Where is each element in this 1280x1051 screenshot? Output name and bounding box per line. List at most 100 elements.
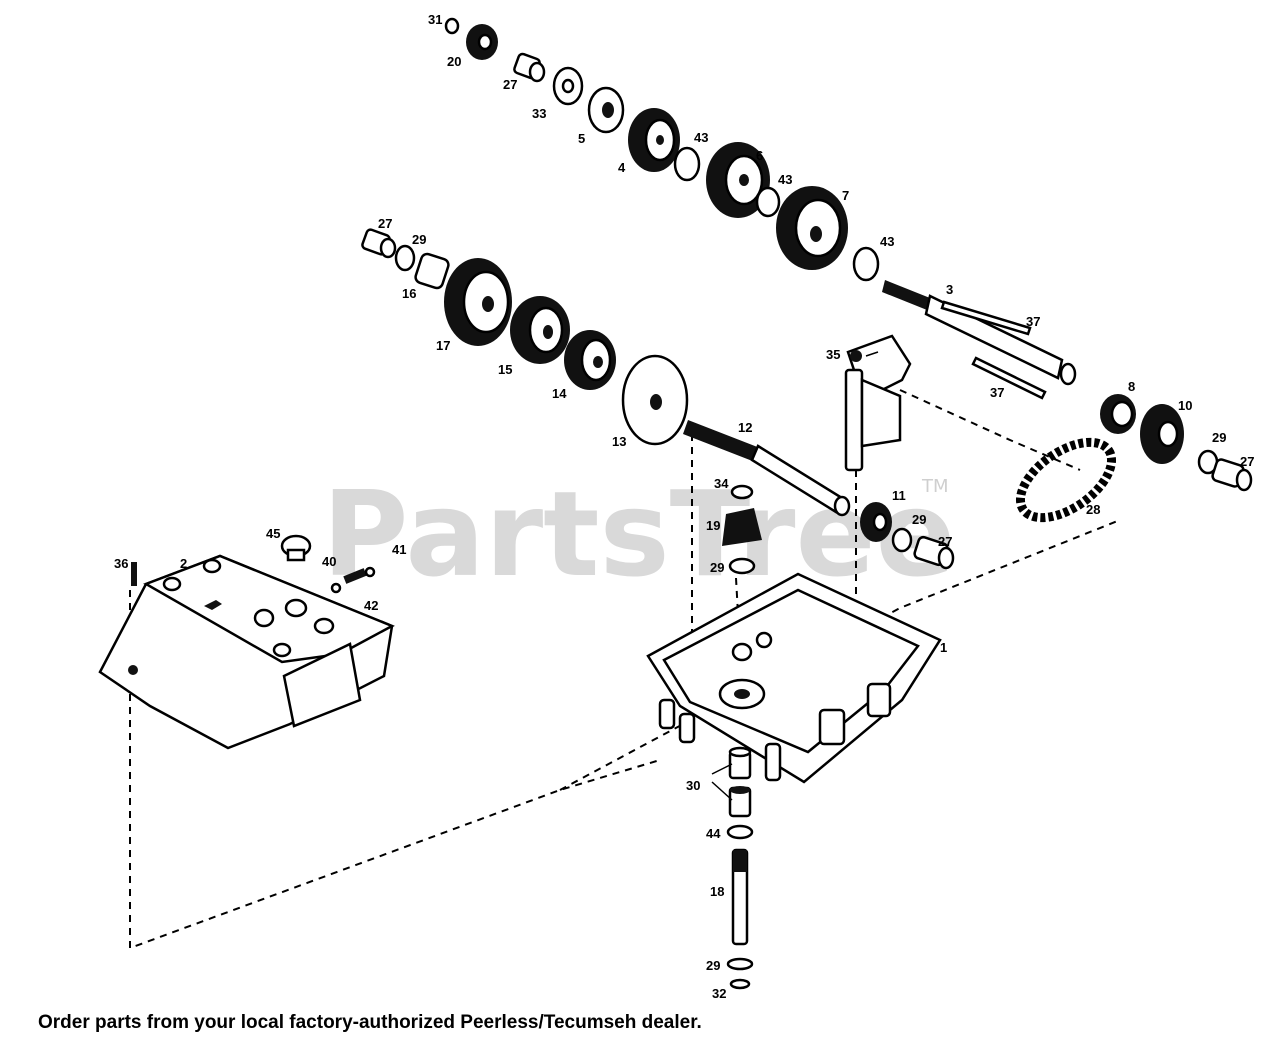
part-37-keys: [940, 300, 1047, 400]
callout-1: 1: [940, 640, 947, 655]
callout-29: 29: [706, 958, 720, 973]
callout-27: 27: [1240, 454, 1254, 469]
part-12-shaft: [683, 420, 851, 517]
callout-42: 42: [364, 598, 378, 613]
part-6-gear: [706, 142, 770, 218]
callout-8: 8: [1128, 379, 1135, 394]
callout-12: 12: [738, 420, 752, 435]
callout-29: 29: [1212, 430, 1226, 445]
part-42-plug-small: [364, 566, 376, 578]
part-35-shift-fork: [844, 334, 912, 472]
part-29-washer-mid: [394, 244, 416, 272]
callout-29: 29: [412, 232, 426, 247]
leader-lines: [711, 351, 879, 801]
bottom-shaft-stack: [726, 746, 754, 990]
part-10-sprocket: [1140, 404, 1184, 464]
part-43-ring-c: [852, 246, 880, 282]
part-27-bushing-mid: [361, 228, 397, 259]
callout-33: 33: [532, 106, 546, 121]
part-17-gear: [444, 258, 512, 346]
center-small-parts: [722, 484, 955, 575]
part-5-hub: [587, 86, 625, 134]
callout-30: 30: [686, 778, 700, 793]
part-32-clip: [729, 978, 751, 990]
callout-44: 44: [706, 826, 721, 841]
callout-35: 35: [826, 347, 840, 362]
callout-15: 15: [498, 362, 512, 377]
partstree-watermark: PartsTree: [322, 465, 956, 603]
cover-small-parts: [131, 534, 376, 594]
part-33-washer: [552, 66, 584, 106]
callout-6: 6: [756, 148, 763, 163]
callout-4: 4: [618, 160, 626, 175]
part-41-spring: [343, 568, 367, 584]
part-1-lower-housing: [646, 572, 942, 784]
part-19-bevel-gear: [722, 508, 762, 546]
dealer-footer-note: Order parts from your local factory-auth…: [38, 1012, 702, 1033]
callout-18: 18: [710, 884, 724, 899]
part-3-shaft: [882, 280, 1077, 386]
part-18-shaft: [731, 848, 749, 946]
part-40-ball: [330, 582, 342, 594]
part-27-bushing-right: [1211, 458, 1253, 492]
callout-29: 29: [710, 560, 724, 575]
callout-29: 29: [912, 512, 926, 527]
part-30-bushing-a: [728, 746, 752, 780]
part-30-bushing-b: [728, 786, 752, 818]
callout-27: 27: [938, 534, 952, 549]
callout-27: 27: [503, 77, 517, 92]
callout-19: 19: [706, 518, 720, 533]
part-7-gear: [776, 186, 848, 270]
part-27-bushing-center: [913, 535, 955, 570]
callout-16: 16: [402, 286, 416, 301]
callout-40: 40: [322, 554, 336, 569]
part-13-disc: [621, 354, 689, 446]
middle-gear-shaft-assembly: [361, 228, 851, 517]
part-29-washer-center-right: [891, 527, 913, 553]
callout-43: 43: [694, 130, 708, 145]
callout-28: 28: [1086, 502, 1100, 517]
part-14-gear: [564, 330, 616, 390]
part-4-gear: [628, 108, 680, 172]
callout-10: 10: [1178, 398, 1192, 413]
callout-43: 43: [778, 172, 792, 187]
part-11-sprocket: [860, 502, 892, 542]
callout-41: 41: [392, 542, 406, 557]
callout-14: 14: [552, 386, 567, 401]
callout-37: 37: [990, 385, 1004, 400]
part-28-chain: [1015, 437, 1117, 523]
callout-7: 7: [842, 188, 849, 203]
part-45-plug: [280, 534, 312, 562]
part-31-ring: [444, 17, 460, 35]
callout-labels: 31 20 27 33 5 4 43 6 43 7 43 27 29 16 17…: [114, 12, 1254, 1001]
callout-37: 37: [1026, 314, 1040, 329]
callout-17: 17: [436, 338, 450, 353]
callout-27: 27: [378, 216, 392, 231]
callout-2: 2: [180, 556, 187, 571]
callout-13: 13: [612, 434, 626, 449]
part-2-cover-housing: [98, 554, 395, 750]
part-44-washer: [726, 824, 754, 840]
callout-34: 34: [714, 476, 729, 491]
part-27-bushing-upper: [513, 52, 546, 83]
part-36-bolt: [131, 562, 137, 586]
part-43-ring-a: [673, 146, 701, 182]
callout-20: 20: [447, 54, 461, 69]
callout-45: 45: [266, 526, 280, 541]
callout-5: 5: [578, 131, 585, 146]
callout-43: 43: [880, 234, 894, 249]
part-16-bearing: [414, 252, 450, 290]
callout-3: 3: [946, 282, 953, 297]
part-43-ring-b: [755, 186, 781, 218]
callout-31: 31: [428, 12, 442, 27]
callout-36: 36: [114, 556, 128, 571]
part-15-gear: [510, 296, 570, 364]
part-29-washer-center: [728, 557, 756, 575]
part-20-sprocket: [466, 24, 498, 60]
part-29-washer-bottom: [726, 957, 754, 971]
callout-32: 32: [712, 986, 726, 1001]
part-34-clip: [730, 484, 754, 500]
right-sprocket-assembly: [1015, 394, 1253, 523]
upper-gear-shaft-assembly: [444, 17, 1077, 400]
